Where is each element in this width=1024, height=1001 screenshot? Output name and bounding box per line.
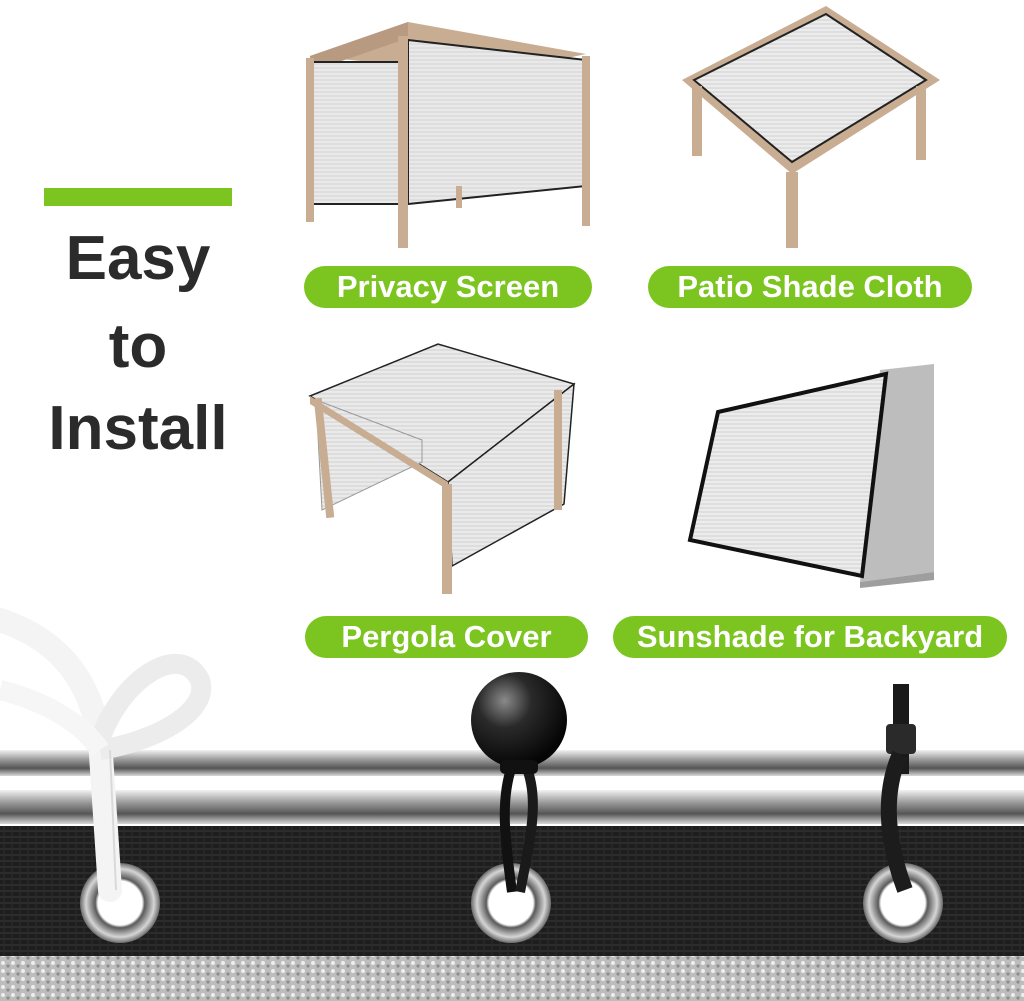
patio-shade-cloth-label: Patio Shade Cloth bbox=[648, 266, 972, 308]
headline-easy: Easy bbox=[65, 224, 211, 293]
privacy-screen-label: Privacy Screen bbox=[304, 266, 592, 308]
sunshade-backyard-illustration bbox=[687, 364, 934, 588]
headline-to: to bbox=[108, 312, 168, 381]
installation-closeup bbox=[0, 608, 1024, 1001]
pergola-cover-label: Pergola Cover bbox=[305, 616, 588, 658]
patio-shade-cloth-illustration bbox=[682, 6, 940, 248]
privacy-screen-illustration bbox=[306, 22, 590, 248]
sunshade-backyard-label: Sunshade for Backyard bbox=[613, 616, 1007, 658]
headline-install: Install bbox=[48, 394, 228, 463]
accent-bar bbox=[44, 188, 232, 206]
grommet-2 bbox=[471, 863, 551, 943]
white-strap-tie-icon bbox=[0, 608, 212, 902]
pergola-cover-illustration bbox=[308, 343, 576, 594]
ball-bungee-icon bbox=[471, 672, 567, 893]
grommet-3 bbox=[863, 863, 943, 943]
zip-tie-icon bbox=[880, 684, 916, 893]
